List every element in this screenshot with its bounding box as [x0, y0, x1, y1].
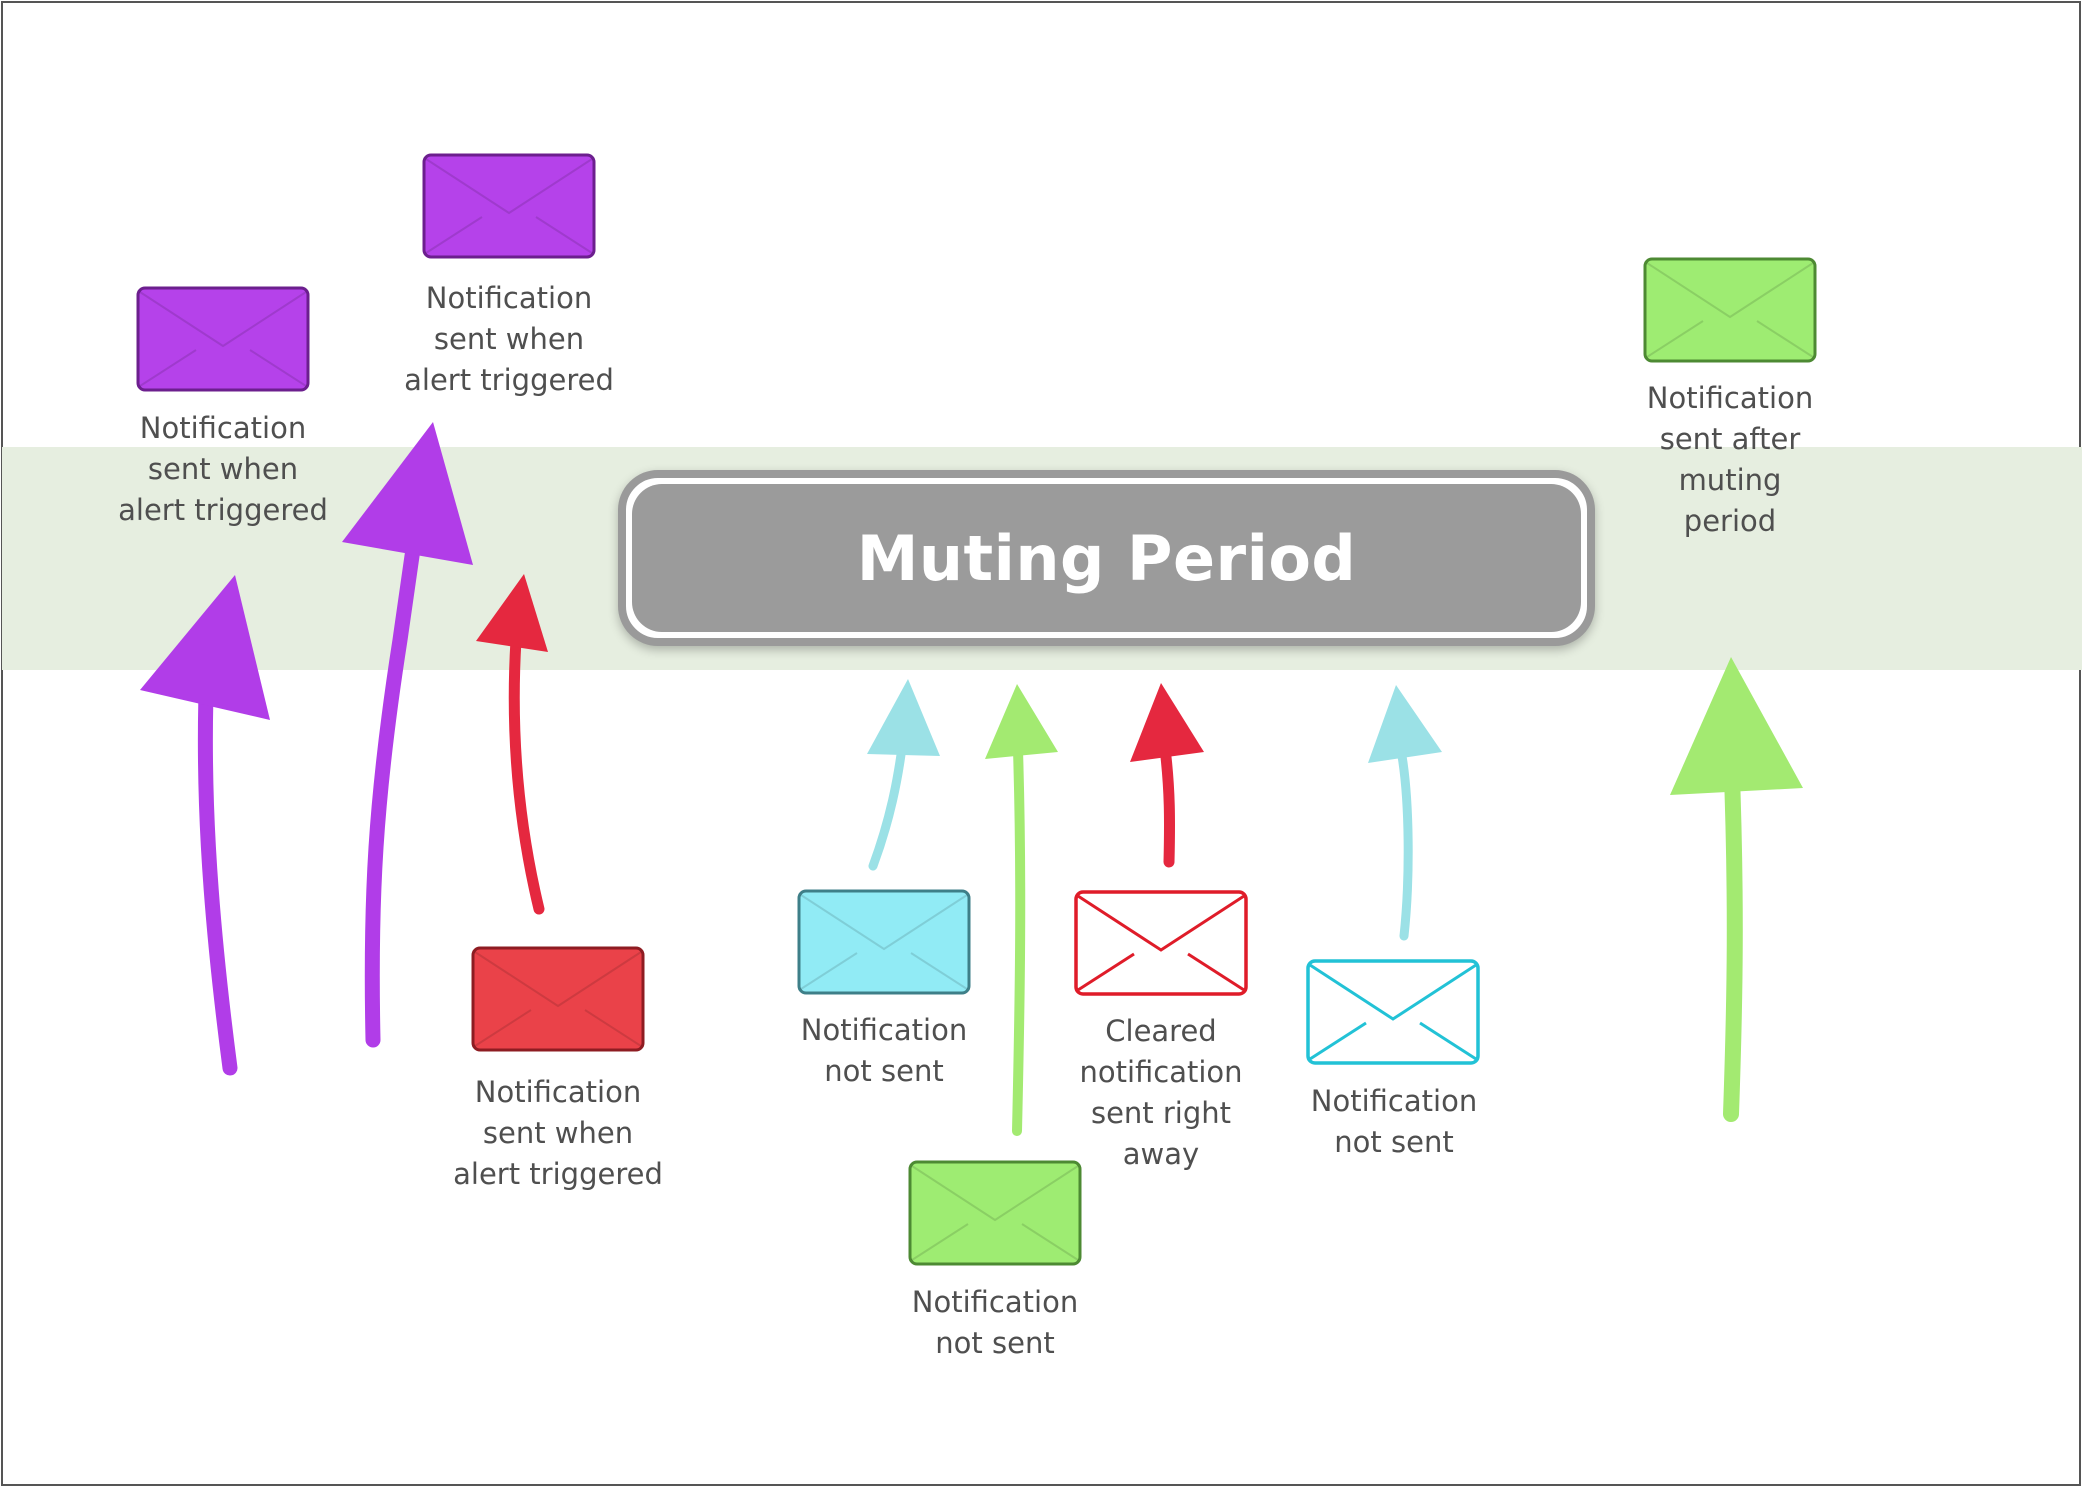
- purple-arrow-2-shaft: [364, 492, 428, 1048]
- envelope-icon-green-2: [1643, 257, 1817, 363]
- red-arrow-1-head: [476, 574, 548, 652]
- envelope-icon-green-1: [908, 1160, 1082, 1266]
- label-purple-1: Notification sent when alert triggered: [118, 411, 328, 527]
- muting-period-inner: Muting Period: [632, 484, 1581, 632]
- label-green-2: Notification sent after muting period: [1646, 381, 1814, 538]
- label-red-outline: Cleared notification sent right away: [1079, 1014, 1243, 1171]
- red-arrow-1-shaft: [508, 634, 545, 915]
- muting-period-label: Muting Period: [856, 521, 1357, 595]
- label-purple-2: Notification sent when alert triggered: [404, 281, 614, 397]
- cyan-arrow-2-head: [1368, 685, 1442, 763]
- label-red-1: Notification sent when alert triggered: [453, 1075, 663, 1191]
- label-cyan-outline: Notification not sent: [1310, 1084, 1478, 1159]
- envelope-icon-cyan-outline: [1306, 959, 1480, 1065]
- envelope-icon-cyan-1: [797, 889, 971, 995]
- green-arrow-1-head: [985, 684, 1058, 759]
- label-cyan-1: Notification not sent: [800, 1013, 968, 1088]
- cyan-arrow-1-shaft: [868, 735, 908, 871]
- muting-period-box: Muting Period: [618, 470, 1595, 646]
- red-arrow-2-shaft: [1159, 742, 1176, 868]
- purple-arrow-1-head: [140, 575, 270, 720]
- cyan-arrow-2-shaft: [1396, 745, 1413, 941]
- envelope-icon-purple-1: [136, 286, 310, 392]
- label-green-1: Notification not sent: [911, 1285, 1079, 1360]
- envelope-icon-purple-2: [422, 153, 596, 259]
- envelope-icon-red-1: [471, 946, 645, 1052]
- green-arrow-2-shaft: [1723, 742, 1743, 1122]
- green-arrow-1-shaft: [1012, 745, 1026, 1136]
- purple-arrow-2-head: [342, 422, 473, 565]
- cyan-arrow-1-head: [867, 679, 940, 756]
- green-arrow-2-head: [1670, 657, 1803, 795]
- purple-arrow-1-shaft: [197, 657, 238, 1076]
- red-arrow-2-head: [1130, 683, 1204, 762]
- envelope-icon-red-outline: [1074, 890, 1248, 996]
